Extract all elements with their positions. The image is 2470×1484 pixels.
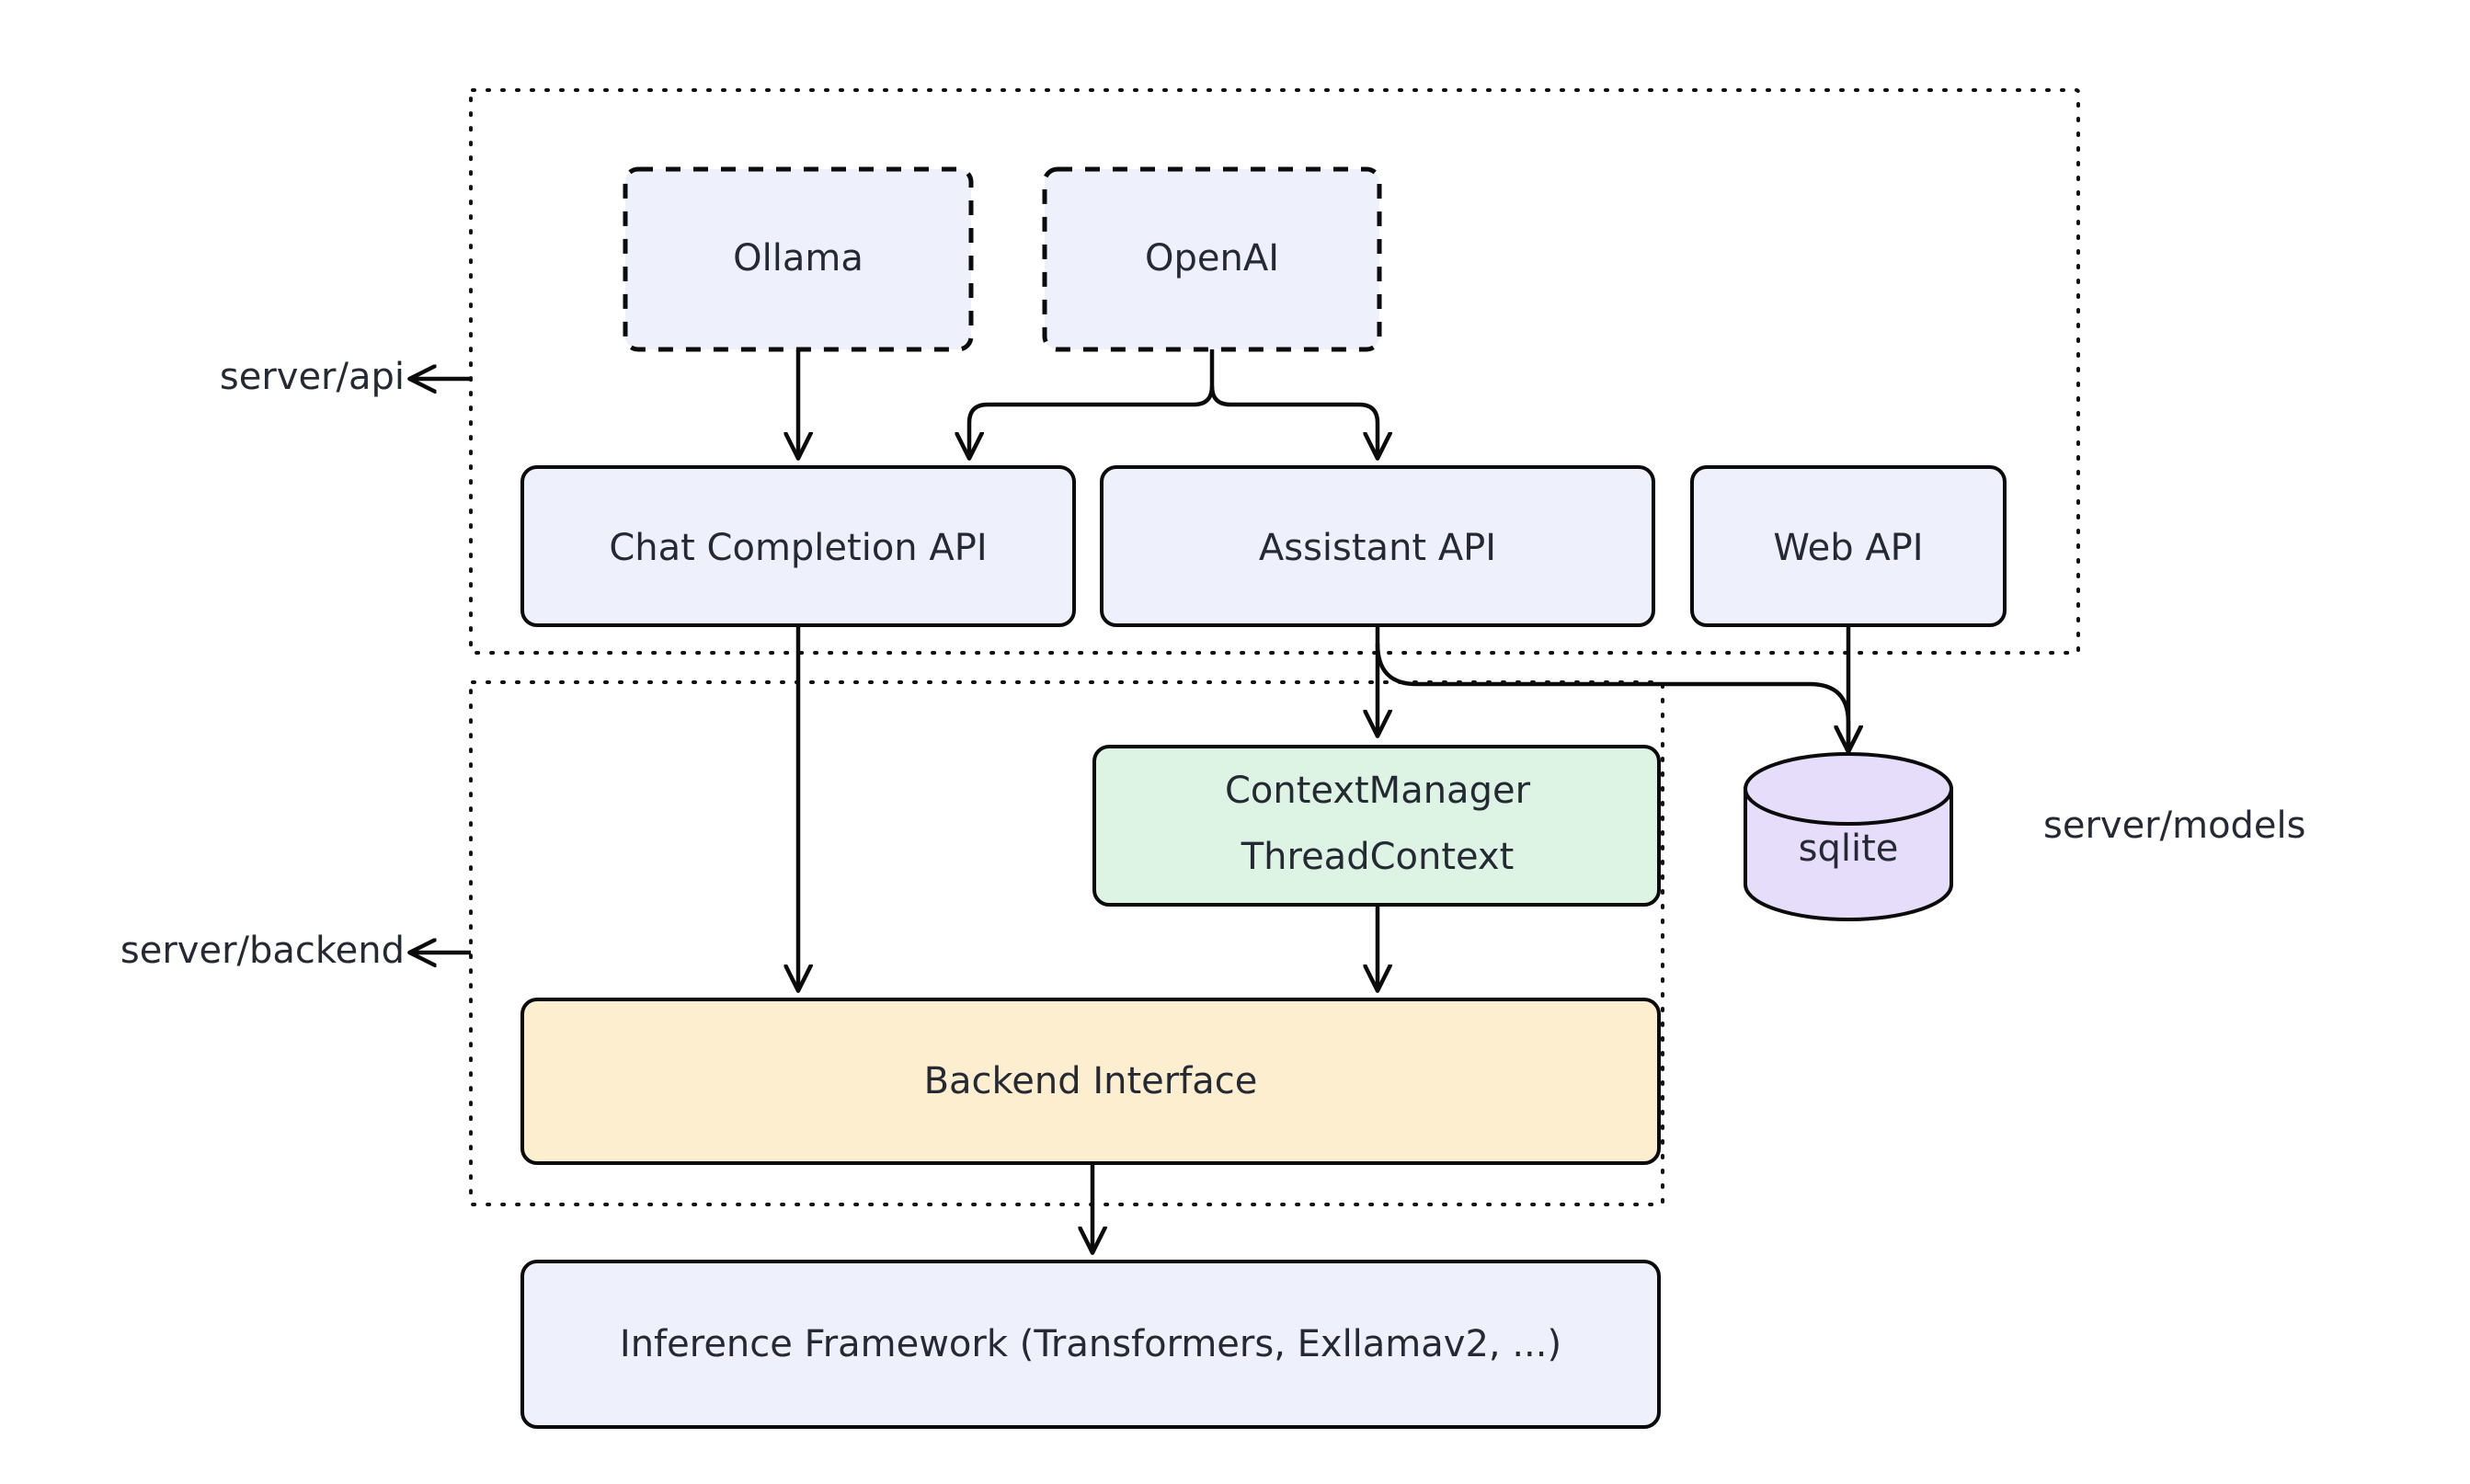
pointer-server-api-label: server/api [220, 356, 405, 398]
node-web-api[interactable]: Web API [1690, 465, 2007, 627]
node-backend-interface-shape [520, 998, 1661, 1165]
group-container-server-backend [469, 680, 1664, 1206]
node-ollama-label: Ollama [733, 237, 863, 280]
node-sqlite-top [1744, 752, 1953, 826]
node-sqlite-label: sqlite [1799, 828, 1899, 870]
node-chat-completion-api-label: Chat Completion API [609, 527, 987, 569]
edge-openai-to-assistant-api [1209, 385, 1378, 456]
node-web-api-label: Web API [1773, 527, 1923, 569]
pointer-server-backend-label: server/backend [120, 930, 405, 972]
label-server-models: server/models [2043, 805, 2306, 847]
pointer-server-backend: server/backend [120, 930, 471, 972]
node-sqlite-body [1744, 787, 1953, 921]
edge-assistant-api-to-sqlite [1375, 643, 1848, 749]
node-context-manager-label-line1: ContextManager [1225, 770, 1531, 812]
node-openai-label: OpenAI [1145, 237, 1279, 280]
node-backend-interface-label: Backend Interface [924, 1060, 1258, 1102]
node-chat-completion-api[interactable]: Chat Completion API [520, 465, 1076, 627]
node-context-manager-shape [1092, 745, 1661, 907]
pointer-server-api: server/api [220, 356, 471, 398]
node-sqlite[interactable]: sqlite [1744, 752, 1953, 921]
node-web-api-shape [1690, 465, 2007, 627]
node-openai[interactable]: OpenAI [1042, 166, 1382, 352]
edge-openai-to-chat-completion-api [969, 385, 1215, 456]
node-inference-framework-label: Inference Framework (Transformers, Exlla… [620, 1323, 1561, 1365]
group-container-server-api [469, 88, 2080, 655]
node-inference-framework[interactable]: Inference Framework (Transformers, Exlla… [520, 1260, 1661, 1429]
node-chat-completion-api-shape [520, 465, 1076, 627]
node-openai-shape [1042, 166, 1382, 352]
node-assistant-api-shape [1100, 465, 1655, 627]
node-assistant-api-label: Assistant API [1259, 527, 1496, 569]
node-backend-interface[interactable]: Backend Interface [520, 998, 1661, 1165]
node-inference-framework-shape [520, 1260, 1661, 1429]
node-ollama[interactable]: Ollama [623, 166, 974, 352]
node-context-manager-label-line2: ThreadContext [1241, 836, 1515, 878]
node-assistant-api[interactable]: Assistant API [1100, 465, 1655, 627]
node-ollama-shape [623, 166, 974, 352]
node-context-manager[interactable]: ContextManager ThreadContext [1092, 745, 1661, 907]
